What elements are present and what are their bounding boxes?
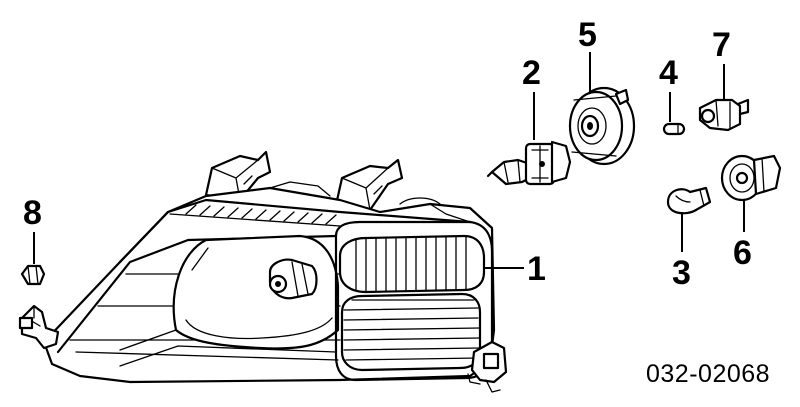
reflector-bulb-socket [268, 258, 318, 300]
callout-2: 2 [522, 54, 541, 92]
callout-3: 3 [672, 254, 691, 292]
headlight-assembly [18, 150, 508, 393]
wedge-bulb-small [662, 122, 686, 136]
top-vent-strip [185, 204, 337, 225]
top-mounting-bracket-right [334, 158, 404, 212]
callout-1: 1 [527, 250, 546, 288]
bulb-socket-small [698, 98, 750, 132]
callout-5: 5 [578, 16, 597, 54]
turn-signal-bulb [666, 186, 712, 215]
halogen-bulb [486, 140, 572, 186]
leader-lines [33, 52, 745, 269]
clip-nut [20, 264, 46, 286]
callout-7: 7 [712, 26, 731, 64]
bulb-socket-large [720, 154, 782, 202]
lower-mounting-tab-left [18, 304, 60, 350]
diagram-part-code: 032-02068 [646, 360, 770, 388]
dust-cover [568, 86, 636, 166]
callout-8: 8 [23, 194, 42, 232]
lens-grille-lower [340, 292, 482, 372]
lower-mounting-tab-right [470, 340, 508, 393]
callout-4: 4 [659, 54, 678, 92]
callout-6: 6 [733, 234, 752, 272]
lens-grille-upper [338, 234, 486, 294]
